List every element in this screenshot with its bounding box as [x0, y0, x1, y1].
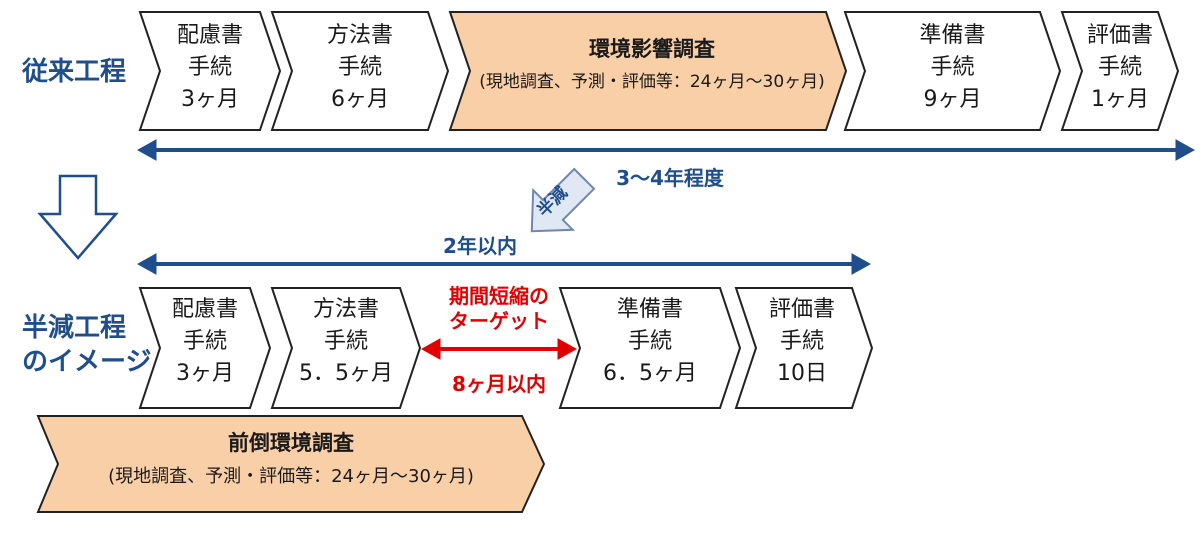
reduce-arrow-icon [530, 167, 596, 233]
row2-step-junbi-shape [558, 287, 742, 409]
target-line2: ターゲット [449, 309, 549, 333]
step-duration: 10日 [777, 360, 827, 386]
step-sub: 手続 [187, 54, 232, 80]
row1-label: 従来工程 [22, 57, 127, 87]
row2-step-hyoka: 評価書 手続 10日 [752, 294, 852, 390]
row1-span-arrow [136, 139, 1196, 161]
step-title: 準備書 [616, 297, 683, 322]
row1-step-hyoka-shape [1060, 11, 1180, 131]
row2-step-junbi: 準備書 手続 6．5ヶ月 [578, 294, 722, 390]
step-title: 配慮書 [176, 23, 243, 48]
row2-label-line1: 半減工程 [22, 313, 127, 343]
pre-survey-detail: (現地調査、予測・評価等：24ヶ月〜30ヶ月) [108, 466, 474, 488]
row1-step-junbi-shape [843, 11, 1062, 131]
survey-detail: (現地調査、予測・評価等：24ヶ月〜30ヶ月) [479, 72, 825, 93]
step-sub: 手続 [930, 54, 975, 80]
step-title: 評価書 [768, 297, 835, 322]
row1-step-hoho: 方法書 手続 6ヶ月 [292, 20, 428, 116]
step-sub: 手続 [627, 328, 672, 354]
pre-survey-title: 前倒環境調査 [228, 431, 354, 455]
step-title: 配慮書 [171, 297, 238, 322]
target-arrow [420, 338, 578, 360]
step-title: 評価書 [1086, 23, 1153, 48]
step-sub: 手続 [337, 54, 382, 80]
row2-label: 半減工程 のイメージ [22, 312, 151, 380]
step-duration: 3ヶ月 [181, 86, 239, 112]
step-sub: 手続 [182, 328, 227, 354]
step-duration: 6．5ヶ月 [603, 360, 697, 386]
step-title: 準備書 [919, 23, 986, 48]
step-title: 方法書 [326, 23, 393, 48]
row2-step-hoho-shape [270, 287, 422, 409]
step-sub: 手続 [779, 328, 824, 354]
target-label: 期間短縮の ターゲット [424, 284, 574, 334]
row1-step-survey: 環境影響調査 (現地調査、予測・評価等：24ヶ月〜30ヶ月) [462, 34, 842, 95]
row1-step-survey-shape [448, 11, 848, 131]
step-duration: 9ヶ月 [923, 86, 982, 112]
row2-step-hyoka-shape [734, 287, 874, 409]
row1-step-haiyo-shape [138, 11, 282, 131]
step-duration: 1ヶ月 [1091, 86, 1149, 112]
row1-step-hyoka: 評価書 手続 1ヶ月 [1080, 20, 1160, 116]
step-sub: 手続 [323, 328, 368, 354]
row2-span-label: 2年以内 [443, 234, 517, 258]
step-duration: 6ヶ月 [331, 86, 389, 112]
step-sub: 手続 [1097, 54, 1142, 80]
step-title: 方法書 [312, 297, 379, 322]
row1-step-junbi: 準備書 手続 9ヶ月 [865, 20, 1040, 116]
row2-step-hoho: 方法書 手続 5．5ヶ月 [288, 294, 404, 390]
pre-survey: 前倒環境調査 (現地調査、予測・評価等：24ヶ月〜30ヶ月) [56, 428, 526, 491]
survey-title: 環境影響調査 [589, 37, 715, 61]
target-line1: 期間短縮の [449, 284, 549, 308]
step-duration: 5．5ヶ月 [299, 360, 393, 386]
down-arrow-icon [37, 174, 119, 260]
row1-step-hoho-shape [270, 11, 450, 131]
row1-step-haiyo: 配慮書 手続 3ヶ月 [160, 20, 260, 116]
row1-span-label: 3〜4年程度 [616, 166, 724, 190]
step-duration: 3ヶ月 [176, 360, 234, 386]
target-duration: 8ヶ月以内 [452, 372, 546, 396]
row2-span-arrow [136, 253, 872, 275]
row2-step-haiyo: 配慮書 手続 3ヶ月 [158, 294, 252, 390]
row2-step-haiyo-shape [138, 287, 272, 409]
pre-survey-shape [36, 415, 546, 513]
row2-label-line2: のイメージ [22, 346, 152, 377]
